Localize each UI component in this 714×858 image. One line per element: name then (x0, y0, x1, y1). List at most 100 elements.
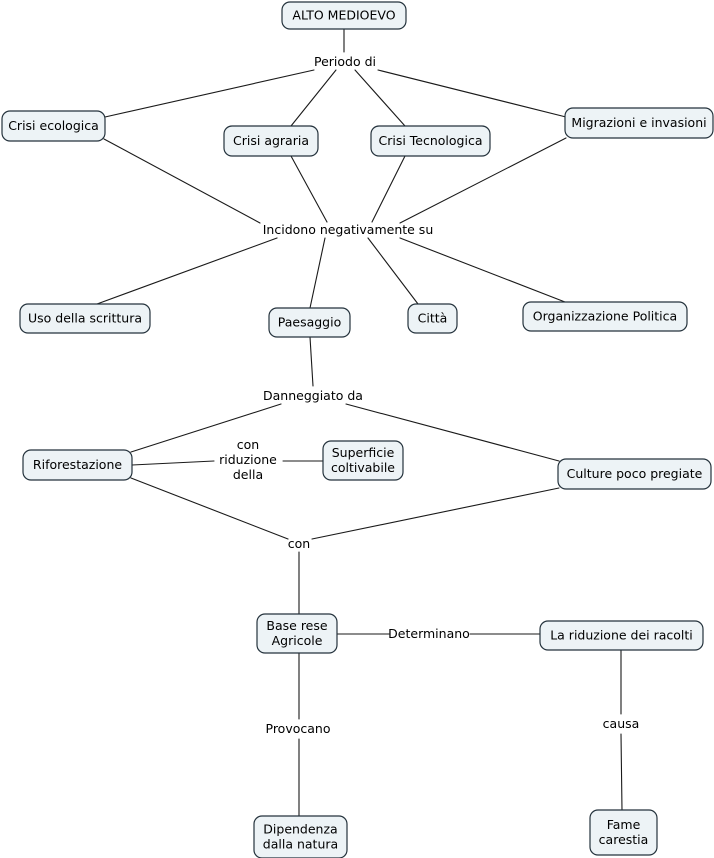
concept-edge (399, 237, 566, 303)
concept-node-riforestazione[interactable]: Riforestazione (22, 449, 133, 481)
node-label-line: Organizzazione Politica (533, 308, 677, 323)
node-label-line: dalla natura (263, 836, 338, 851)
node-box[interactable] (539, 620, 704, 651)
node-label: Crisi ecologica (8, 118, 99, 133)
node-label: Crisi agraria (233, 133, 309, 148)
node-label-line: Culture poco pregiate (567, 466, 703, 481)
concept-node-culture-poco-pregiate[interactable]: Culture poco pregiate (557, 458, 712, 490)
node-label: Paesaggio (278, 314, 342, 329)
concept-edge (311, 487, 560, 540)
node-box[interactable] (522, 301, 688, 332)
node-label: Crisi Tecnologica (378, 133, 482, 148)
link-label-periodo-di: Periodo di (314, 54, 376, 69)
concept-node-paesaggio[interactable]: Paesaggio (268, 307, 351, 338)
node-box[interactable] (256, 613, 338, 654)
link-label-line: Periodo di (314, 54, 376, 69)
node-label: ALTO MEDIOEVO (292, 7, 395, 22)
node-label-line: Base rese (266, 618, 327, 633)
concept-edge (371, 155, 406, 223)
node-label: Culture poco pregiate (567, 466, 703, 481)
concept-edge (103, 138, 261, 224)
node-box[interactable] (589, 809, 658, 856)
node-box[interactable] (564, 107, 714, 139)
link-label-line: con (288, 536, 310, 551)
concept-edge (130, 403, 282, 453)
node-box[interactable] (322, 440, 404, 481)
node-label-line: Crisi ecologica (8, 118, 99, 133)
node-box[interactable] (253, 815, 348, 858)
concept-node-migrazioni-invasioni[interactable]: Migrazioni e invasioni (564, 107, 714, 139)
node-box[interactable] (281, 1, 407, 30)
concept-edge (354, 69, 406, 127)
link-label-line: Determinano (388, 626, 470, 641)
node-box[interactable] (22, 449, 133, 481)
concept-edge (130, 477, 289, 540)
link-label-con: con (288, 536, 310, 551)
node-box[interactable] (370, 125, 491, 157)
concept-edge (367, 237, 419, 305)
node-label-line: La riduzione dei racolti (550, 627, 693, 642)
node-label-line: Riforestazione (33, 457, 122, 472)
concept-edge (620, 733, 623, 811)
concept-node-alto-medioevo[interactable]: ALTO MEDIOEVO (281, 1, 407, 30)
edges-layer (96, 28, 623, 817)
node-label-line: ALTO MEDIOEVO (292, 7, 395, 22)
node-box[interactable] (407, 303, 458, 334)
node-label: Città (418, 310, 448, 325)
concept-node-crisi-ecologica[interactable]: Crisi ecologica (1, 110, 106, 142)
concept-edge (290, 155, 328, 223)
node-box[interactable] (268, 307, 351, 338)
node-box[interactable] (557, 458, 712, 490)
node-label-line: Crisi agraria (233, 133, 309, 148)
concept-node-uso-della-scrittura[interactable]: Uso della scrittura (19, 303, 151, 334)
link-labels-layer: Periodo di Incidono negativamente su Danne… (219, 54, 639, 736)
node-box[interactable] (223, 125, 319, 157)
node-label-line: coltivabile (331, 460, 395, 475)
node-label-line: Uso della scrittura (28, 310, 142, 325)
concept-node-crisi-tecnologica[interactable]: Crisi Tecnologica (370, 125, 491, 157)
node-label-line: Dipendenza (263, 821, 337, 836)
link-label-line: Provocano (266, 721, 331, 736)
concept-edge (399, 137, 567, 224)
node-label: Organizzazione Politica (533, 308, 677, 323)
node-label-line: Paesaggio (278, 314, 342, 329)
node-label-line: Agricole (272, 633, 323, 648)
concept-edge (96, 237, 278, 305)
link-label-line: della (233, 467, 263, 482)
node-box[interactable] (1, 110, 106, 142)
node-label: Uso della scrittura (28, 310, 142, 325)
node-label-line: Crisi Tecnologica (378, 133, 482, 148)
link-label-incidono-neg-su: Incidono negativamente su (263, 222, 434, 237)
node-label-line: Fame (607, 817, 641, 832)
concept-edge (290, 69, 337, 127)
concept-node-citta[interactable]: Città (407, 303, 458, 334)
concept-edge (345, 403, 560, 462)
link-label-line: causa (603, 716, 640, 731)
concept-node-la-riduzione-dei-racolti[interactable]: La riduzione dei racolti (539, 620, 704, 651)
link-label-line: riduzione (219, 452, 277, 467)
link-label-determinano: Determinano (388, 626, 470, 641)
concept-edge (309, 237, 326, 309)
link-label-danneggiato-da: Danneggiato da (263, 388, 363, 403)
concept-edge (104, 69, 315, 118)
node-box[interactable] (19, 303, 151, 334)
concept-node-crisi-agraria[interactable]: Crisi agraria (223, 125, 319, 157)
concept-node-organizzazione-politica[interactable]: Organizzazione Politica (522, 301, 688, 332)
node-label: La riduzione dei racolti (550, 627, 693, 642)
node-label: Riforestazione (33, 457, 122, 472)
link-label-line: Incidono negativamente su (263, 222, 434, 237)
node-label-line: Città (418, 310, 448, 325)
node-label-line: carestia (599, 832, 649, 847)
